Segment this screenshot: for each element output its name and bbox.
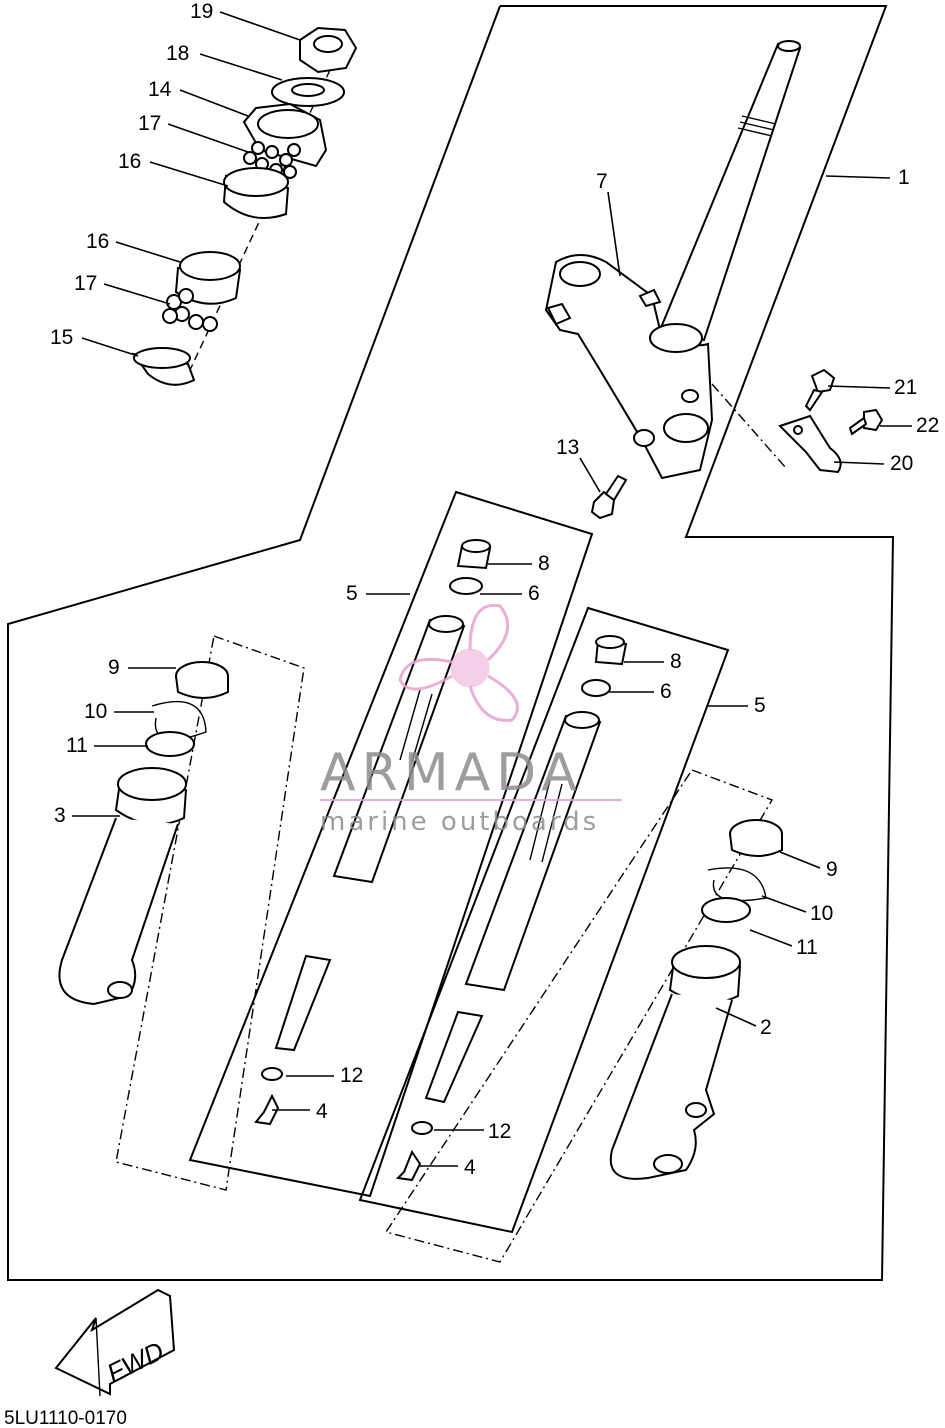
steering-head-bearing-stack (131, 26, 358, 386)
callout-2: 2 (760, 1016, 772, 1039)
outer-tube-right-part (609, 819, 783, 1180)
callout-11-left: 11 (66, 734, 88, 757)
callout-5-left: 5 (346, 582, 358, 605)
inner-fork-right-part (395, 635, 628, 1182)
callout-4-left: 4 (316, 1100, 328, 1123)
fork-inner-assembly-box-right (358, 606, 730, 1234)
cable-guide-part (778, 414, 842, 474)
callout-1: 1 (898, 166, 910, 189)
callout-5-right: 5 (754, 694, 766, 717)
callout-21: 21 (894, 376, 917, 399)
callout-20: 20 (890, 452, 913, 475)
callout-14: 14 (148, 78, 172, 101)
leader-lines (72, 11, 912, 1167)
fork-inner-assembly-box-left (188, 490, 594, 1198)
outer-tube-group-left (115, 635, 305, 1191)
outer-tube-group-right (384, 769, 774, 1263)
callout-19: 19 (190, 0, 213, 23)
callout-17-lower: 17 (74, 272, 97, 295)
steering-stem-part (544, 40, 802, 480)
propeller-logo-icon (398, 603, 519, 722)
callout-6-left: 6 (528, 582, 540, 605)
callout-17-upper: 17 (138, 112, 161, 135)
callout-16-upper: 16 (118, 150, 141, 173)
bearing-race-upper-part (222, 167, 290, 219)
callout-8-right: 8 (670, 650, 682, 673)
bolt-22-part (848, 408, 884, 436)
callout-10-left: 10 (84, 700, 107, 723)
callout-3: 3 (54, 804, 66, 827)
ring-nut-part (299, 26, 358, 74)
callout-12-left: 12 (340, 1064, 363, 1087)
callout-7: 7 (596, 170, 608, 193)
callout-4-right: 4 (464, 1156, 476, 1179)
callout-6-right: 6 (660, 680, 672, 703)
callout-9-right: 9 (826, 858, 838, 881)
dust-seal-part (131, 347, 196, 386)
fwd-direction-arrow: FWD (54, 1288, 176, 1397)
washer-part (271, 77, 345, 107)
ball-race-lower-part (162, 288, 218, 332)
callout-11-right: 11 (796, 936, 818, 959)
watermark-tagline: marine outboards (320, 807, 599, 837)
callout-18: 18 (166, 42, 189, 65)
assembly-boundary (7, 5, 895, 1281)
diagram-code: 5LU1110-0170 (4, 1408, 127, 1428)
outer-tube-left-part (58, 661, 229, 1006)
armada-watermark: ARMADA marine outboards (320, 603, 622, 837)
callout-12-right: 12 (488, 1120, 511, 1143)
callout-16-lower: 16 (86, 230, 109, 253)
pinch-bolt-part (590, 474, 628, 520)
callout-13: 13 (556, 436, 579, 459)
callout-10-right: 10 (810, 902, 833, 925)
callout-labels: 19 18 14 17 16 16 17 15 1 7 13 21 22 20 … (50, 0, 939, 1179)
callout-22: 22 (916, 414, 939, 437)
bolt-21-part (804, 368, 836, 412)
callout-9-left: 9 (108, 656, 120, 679)
watermark-brand: ARMADA (320, 743, 583, 803)
callout-8-left: 8 (538, 552, 550, 575)
callout-15: 15 (50, 326, 73, 349)
